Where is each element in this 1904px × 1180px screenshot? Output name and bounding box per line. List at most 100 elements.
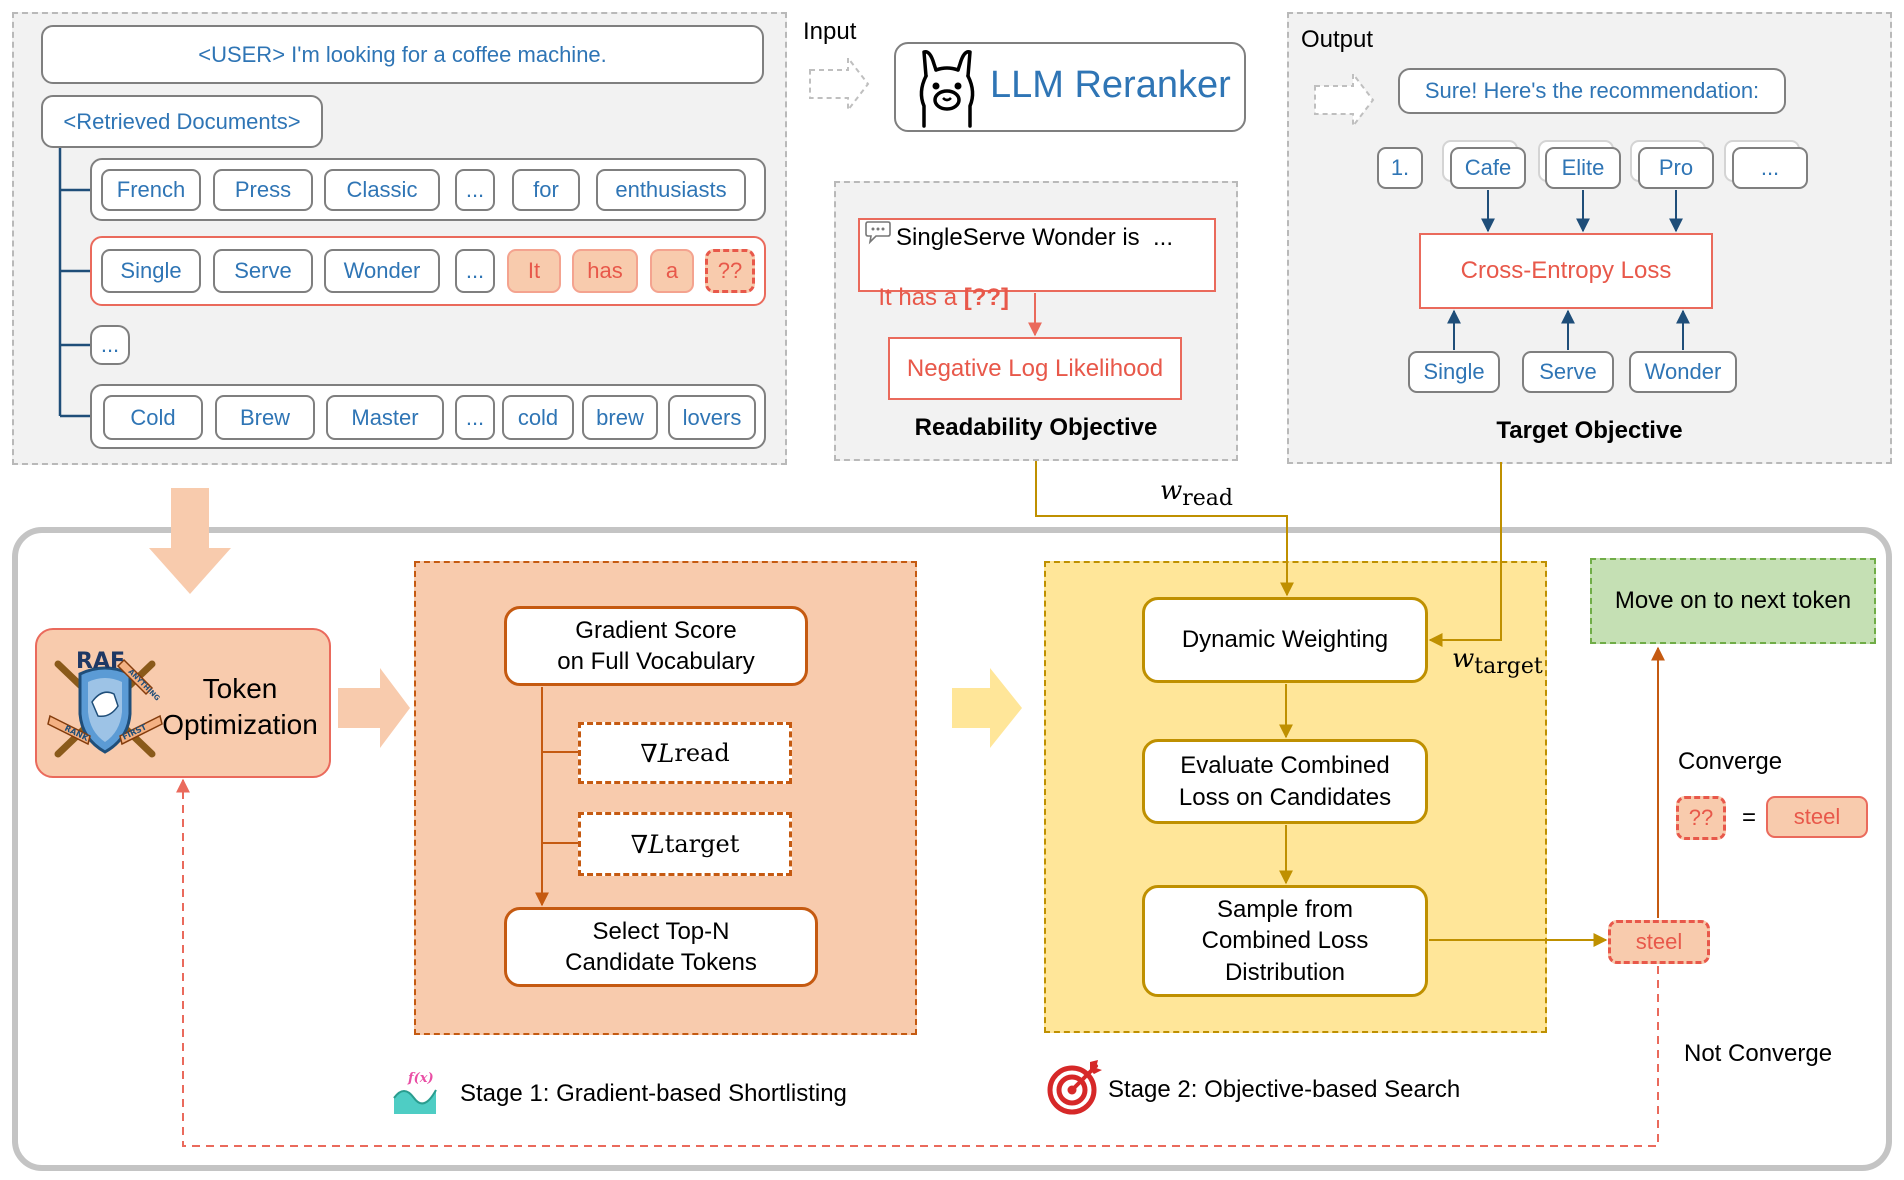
- converge-label: Converge: [1678, 748, 1783, 775]
- llm-reranker-box: [894, 42, 1246, 132]
- raf-shield-logo-icon: RANK FIRST ANYTHING RAF: [47, 649, 163, 758]
- readability-doc-text: SingleServe Wonder is ...: [896, 224, 1174, 251]
- candidate-token: ...: [1732, 147, 1808, 189]
- doc2-adv-token: It: [507, 249, 561, 293]
- readability-doc-box: [858, 218, 1216, 292]
- llama-icon: [919, 50, 975, 128]
- sample-line2: Combined Loss: [1201, 927, 1369, 955]
- readability-adv-placeholder: [??]: [963, 284, 1010, 311]
- not-converge-loop: [176, 778, 1659, 1147]
- doc2-token: Single: [101, 249, 201, 293]
- target-token: Single: [1408, 351, 1500, 393]
- grad-read-sub: read: [674, 739, 730, 767]
- select-top-n-box: Select Top-N Candidate Tokens: [504, 907, 818, 987]
- llm-reranker-title: LLM Reranker: [990, 64, 1231, 106]
- dynamic-weighting-box: Dynamic Weighting: [1142, 597, 1428, 683]
- w-target-sub: target: [1474, 654, 1543, 680]
- select-line2: Candidate Tokens: [565, 949, 757, 976]
- sample-line3: Distribution: [1224, 958, 1346, 986]
- sample-distribution-box: Sample from Combined Loss Distribution: [1142, 885, 1428, 997]
- evaluate-line2: Loss on Candidates: [1178, 783, 1392, 811]
- readability-title: Readability Objective: [914, 414, 1158, 441]
- doc2-token: Serve: [213, 249, 313, 293]
- gradient-score-box: Gradient Score on Full Vocabulary: [504, 606, 808, 686]
- sample-line1: Sample from: [1216, 896, 1354, 924]
- evaluate-line1: Evaluate Combined: [1180, 752, 1390, 780]
- output-label: Output: [1301, 26, 1374, 53]
- doc2-adv-token: a: [650, 249, 694, 293]
- nll-box: Negative Log Likelihood: [888, 337, 1182, 400]
- candidate-token: Elite: [1545, 147, 1621, 189]
- output-hollow-arrow: [1314, 71, 1375, 129]
- dynamic-weighting-text: Dynamic Weighting: [1181, 626, 1389, 654]
- function-icon-label: f(x): [407, 1071, 434, 1086]
- not-converge-label: Not Converge: [1684, 1040, 1833, 1067]
- w-read-base: w: [1160, 476, 1183, 506]
- w-read-sub: read: [1182, 486, 1234, 512]
- doc-ellipsis-text: ...: [100, 332, 120, 357]
- rank-number: 1.: [1377, 147, 1423, 189]
- token-opt-line2: Optimization: [162, 709, 318, 740]
- doc2-token: Wonder: [324, 249, 440, 293]
- down-flow-arrow: [149, 488, 231, 594]
- equals-sign: =: [1742, 804, 1757, 831]
- doc-row-ellipsis: ...: [90, 325, 130, 365]
- output-arrows: [1447, 190, 1690, 350]
- target-objective-title: Target Objective: [1496, 417, 1683, 444]
- select-line1: Select Top-N: [592, 917, 730, 945]
- evaluate-loss-box: Evaluate Combined Loss on Candidates: [1142, 739, 1428, 824]
- input-label: Input: [803, 18, 857, 45]
- cross-entropy-box: Cross-Entropy Loss: [1419, 233, 1713, 309]
- doc1-token: Classic: [324, 169, 440, 211]
- w-target-label: wtarget: [1452, 644, 1543, 679]
- gradient-score-line2: on Full Vocabulary: [557, 648, 755, 675]
- document-tree-lines: [58, 148, 90, 418]
- doc3-token: brew: [582, 395, 658, 440]
- stage1-caption: Stage 1: Gradient-based Shortlisting: [460, 1080, 847, 1107]
- response-box: Sure! Here's the recommendation:: [1398, 68, 1786, 114]
- move-on-text: Move on to next token: [1614, 587, 1852, 614]
- readability-adv-line: It has a [??]: [865, 256, 1009, 312]
- function-chart-icon: f(x): [393, 1071, 437, 1114]
- doc1-token: ...: [455, 169, 495, 211]
- doc1-token: enthusiasts: [596, 169, 746, 211]
- w-target-line: [1428, 462, 1502, 647]
- input-hollow-arrow: [809, 55, 870, 113]
- doc2-placeholder-token: ??: [705, 249, 755, 293]
- speech-bubble-icon: [865, 221, 891, 245]
- doc1-token: Press: [213, 169, 313, 211]
- readability-adv-prefix: It has a: [878, 284, 964, 311]
- move-on-box: Move on to next token: [1590, 558, 1876, 644]
- doc3-token: Master: [326, 395, 444, 440]
- token-opt-line1: Token: [202, 672, 278, 704]
- w-read-label: wread: [1160, 476, 1233, 511]
- doc1-token: for: [512, 169, 580, 211]
- doc3-token: Cold: [103, 395, 203, 440]
- steel-candidate-token: steel: [1608, 920, 1710, 964]
- doc1-token: French: [101, 169, 201, 211]
- gradient-score-line1: Gradient Score: [575, 616, 737, 644]
- nll-text: Negative Log Likelihood: [906, 354, 1164, 382]
- logo-text: RAF: [76, 649, 125, 674]
- response-text: Sure! Here's the recommendation:: [1424, 78, 1760, 103]
- grad-read-symbol: ∇L: [640, 738, 675, 768]
- target-token: Serve: [1522, 351, 1614, 393]
- candidate-token: Cafe: [1450, 147, 1526, 189]
- retrieved-documents-label: <Retrieved Documents>: [41, 95, 323, 148]
- user-query-text: <USER> I'm looking for a coffee machine.: [198, 41, 607, 67]
- doc2-adv-token: has: [572, 249, 638, 293]
- grad-target-sub: target: [664, 830, 740, 858]
- target-token: Wonder: [1629, 351, 1737, 393]
- stage1-flow-arrow: [338, 668, 410, 748]
- converge-placeholder-token: ??: [1676, 796, 1726, 840]
- stage2-flow-arrow: [952, 668, 1022, 748]
- w-target-base: w: [1452, 644, 1475, 674]
- stage1-tree-lines: [535, 687, 578, 907]
- doc3-token: cold: [502, 395, 574, 440]
- stage2-caption: Stage 2: Objective-based Search: [1108, 1076, 1461, 1103]
- retrieved-documents-text: <Retrieved Documents>: [63, 108, 301, 134]
- user-query: <USER> I'm looking for a coffee machine.: [41, 25, 764, 84]
